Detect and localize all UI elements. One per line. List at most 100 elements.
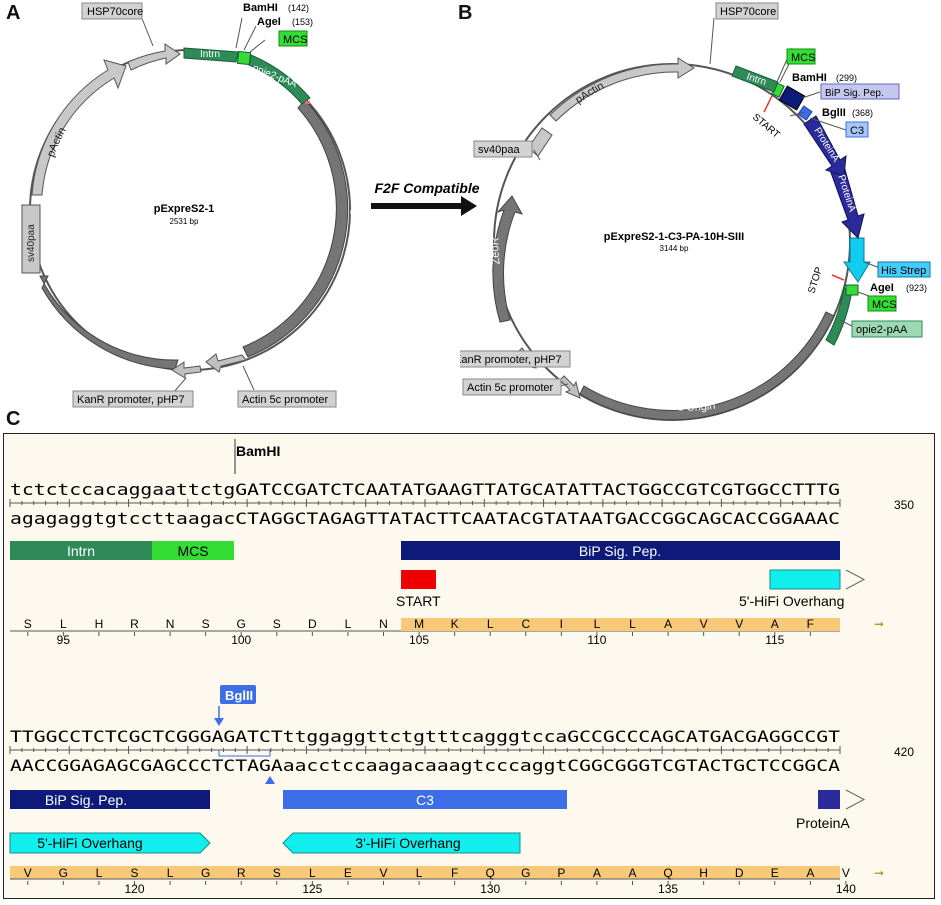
amino-acid: E <box>771 866 779 880</box>
start-bar-label: START <box>396 593 441 609</box>
amino-acid: P <box>557 866 565 880</box>
aa-number: 140 <box>836 882 856 896</box>
mcs2-site <box>845 284 859 296</box>
agei-pos: (153) <box>292 17 313 27</box>
bamhi-label-b: BamHI <box>792 72 827 84</box>
seq1-position: 350 <box>894 498 914 512</box>
amino-acid: A <box>806 866 814 880</box>
amino-acid: V <box>24 866 32 880</box>
panel-label-c: C <box>6 408 21 430</box>
bamhi-site-label: BamHI <box>236 443 280 459</box>
c3-site <box>797 105 813 121</box>
aa-number: 100 <box>231 633 251 647</box>
aa-number: 130 <box>480 882 500 896</box>
plasmid-map-a: Intrn opie2-pAA ColE1 Ori ZeoR sv40paa p… <box>21 2 361 408</box>
bamhi-pos-b: (299) <box>836 73 857 83</box>
amino-acid: Q <box>486 866 495 880</box>
mcs2-label-b: MCS <box>872 299 896 311</box>
seq1-bottom-strand: agagaggtgtccttaagacCTAGGCTAGAGTTATACTTCA… <box>10 509 840 528</box>
sv40-label: sv40paa <box>26 224 37 262</box>
amino-acid: L <box>345 617 352 631</box>
cole1-feature <box>242 99 349 358</box>
aa-number: 105 <box>409 633 429 647</box>
bglii-pos-b: (368) <box>852 108 873 118</box>
sequence-view: BamHI tctctccacaggaattctgGATCCGATCTCAATA… <box>9 439 914 896</box>
amino-acid: L <box>594 617 601 631</box>
bglii-site-label: BglII <box>225 688 253 703</box>
intrn-label: Intrn <box>200 49 220 60</box>
actin5c-label-b: Actin 5c promoter <box>467 382 554 394</box>
pactin-feature-b <box>549 57 695 122</box>
amino-acid: G <box>237 617 246 631</box>
mcs-label: MCS <box>283 34 307 46</box>
amino-acid: A <box>771 617 779 631</box>
amino-acid: D <box>308 617 317 631</box>
zeor-feature-b <box>492 195 524 323</box>
panel-label-b: B <box>458 2 473 24</box>
actin5c-arrow <box>205 353 247 373</box>
cole1-label-b: ColE1 Origin <box>653 398 716 414</box>
cole1-feature-b <box>579 311 835 421</box>
f2f-arrow: F2F Compatible <box>371 180 480 216</box>
hsp70core-label: HSP70core <box>87 6 143 18</box>
amino-acid: H <box>95 617 104 631</box>
amino-acid: R <box>237 866 246 880</box>
opie2-feature <box>248 54 311 105</box>
stop-label-b: STOP <box>806 265 825 294</box>
amino-acid: G <box>59 866 68 880</box>
pactin-feature <box>31 59 127 196</box>
amino-acid: V <box>379 866 387 880</box>
map-a-name: pExpreS2-1 <box>154 203 215 215</box>
amino-acid: S <box>202 617 210 631</box>
amino-acid: L <box>167 866 174 880</box>
amino-acid: R <box>130 617 139 631</box>
proteina1-feature <box>803 115 847 177</box>
amino-acid: A <box>664 617 672 631</box>
ruler-2 <box>9 746 841 754</box>
aa-arrow-2: ➞ <box>874 866 884 880</box>
sequence-panel: BamHI tctctccacaggaattctgGATCCGATCTCAATA… <box>3 433 935 899</box>
aa-number: 135 <box>658 882 678 896</box>
hifi5-bar-label-1: 5'-HiFi Overhang <box>739 593 844 609</box>
bglii-label-b: BglII <box>822 107 846 119</box>
actin5c-arrow-b <box>559 375 581 399</box>
hsp70core-label-b: HSP70core <box>720 6 776 18</box>
amino-acid: L <box>416 866 423 880</box>
proteina1-label: ProteinA <box>811 126 841 165</box>
amino-acid: N <box>166 617 175 631</box>
amino-acid: I <box>560 617 563 631</box>
agei-label: AgeI <box>257 16 281 28</box>
bip-bar-label-2: BiP Sig. Pep. <box>45 792 127 808</box>
aa-number: 115 <box>765 633 784 647</box>
amino-acid: V <box>700 617 708 631</box>
panel-label-a: A <box>6 2 21 24</box>
hifi3-bar-label: 3'-HiFi Overhang <box>355 835 460 851</box>
hisstrep-label-b: His Strep <box>881 265 926 277</box>
hifi5-bar-label-2: 5'-HiFi Overhang <box>37 835 142 851</box>
map-a-size: 2531 bp <box>170 217 199 226</box>
zeor-feature <box>39 275 179 370</box>
kanr-label-b: KanR promoter, pHP7 <box>460 354 562 366</box>
amino-acid: V <box>842 866 850 880</box>
aa-number: 95 <box>57 633 71 647</box>
mcs-bar-label: MCS <box>177 543 208 559</box>
seq2-bottom-strand: AACCGGAGAGCGAGCCCTCTAGAaacctccaagacaaagt… <box>10 756 840 775</box>
zeor-label: ZeoR <box>90 312 119 337</box>
sv40-feature-b <box>527 127 553 157</box>
amino-acid: S <box>130 866 138 880</box>
amino-acid: A <box>593 866 601 880</box>
bamhi-pos: (142) <box>288 3 309 13</box>
amino-acid: L <box>96 866 103 880</box>
amino-acid: M <box>414 617 424 631</box>
agei-pos-b: (923) <box>906 283 927 293</box>
amino-acid: F <box>807 617 814 631</box>
amino-acid: A <box>628 866 636 880</box>
actin5c-label: Actin 5c promoter <box>242 394 329 406</box>
c3-bar-label: C3 <box>416 792 434 808</box>
proteina2-feature <box>829 165 865 239</box>
map-b-name: pExpreS2-1-C3-PA-10H-SIII <box>604 231 744 243</box>
opie2-label-b: opie2-pAA <box>856 324 908 336</box>
amino-acid: S <box>273 866 281 880</box>
amino-acid: C <box>521 617 530 631</box>
f2f-label: F2F Compatible <box>374 180 479 196</box>
